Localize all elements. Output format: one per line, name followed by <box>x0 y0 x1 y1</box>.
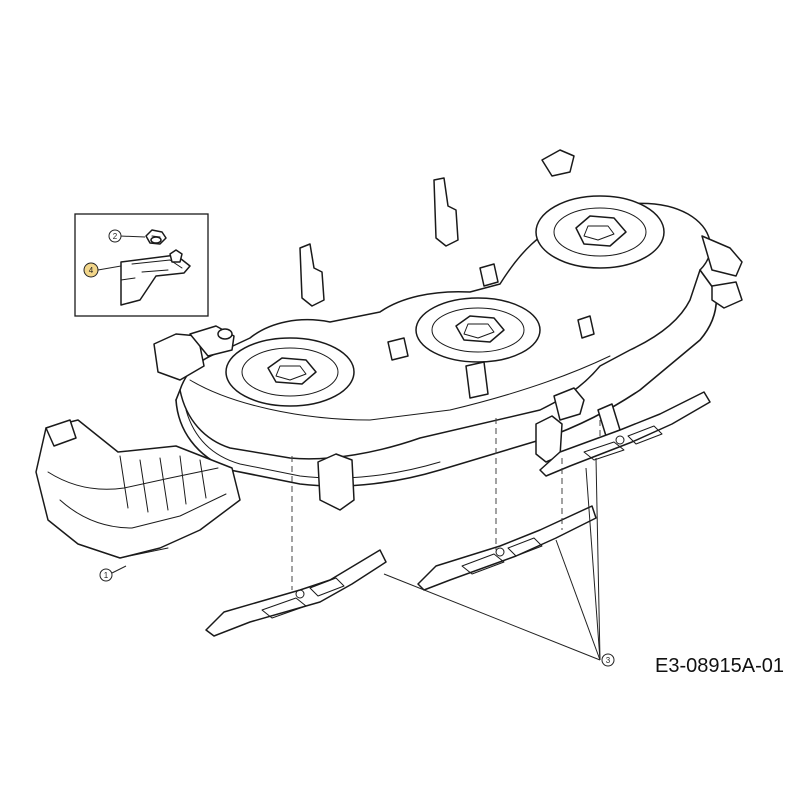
mower-deck <box>153 149 743 511</box>
callout-4: 4 <box>83 262 99 278</box>
blade-left <box>205 549 387 637</box>
blade-center <box>417 505 597 591</box>
discharge-chute-part <box>35 419 241 559</box>
detail-inset <box>74 213 209 317</box>
callout-3-label: 3 <box>606 656 611 665</box>
callout-3: 3 <box>601 653 615 667</box>
callout-4-label: 4 <box>89 266 94 275</box>
callout-2: 2 <box>108 229 122 243</box>
callout-1: 1 <box>99 568 113 582</box>
callout-2-label: 2 <box>113 232 118 241</box>
deflector-bracket-part <box>120 249 191 306</box>
alignment-lines <box>291 418 601 590</box>
wing-nut-part <box>145 229 167 245</box>
callout-1-label: 1 <box>104 571 109 580</box>
drawing-code: E3-08915A-01 <box>655 655 784 677</box>
callout-leaders <box>111 457 601 661</box>
